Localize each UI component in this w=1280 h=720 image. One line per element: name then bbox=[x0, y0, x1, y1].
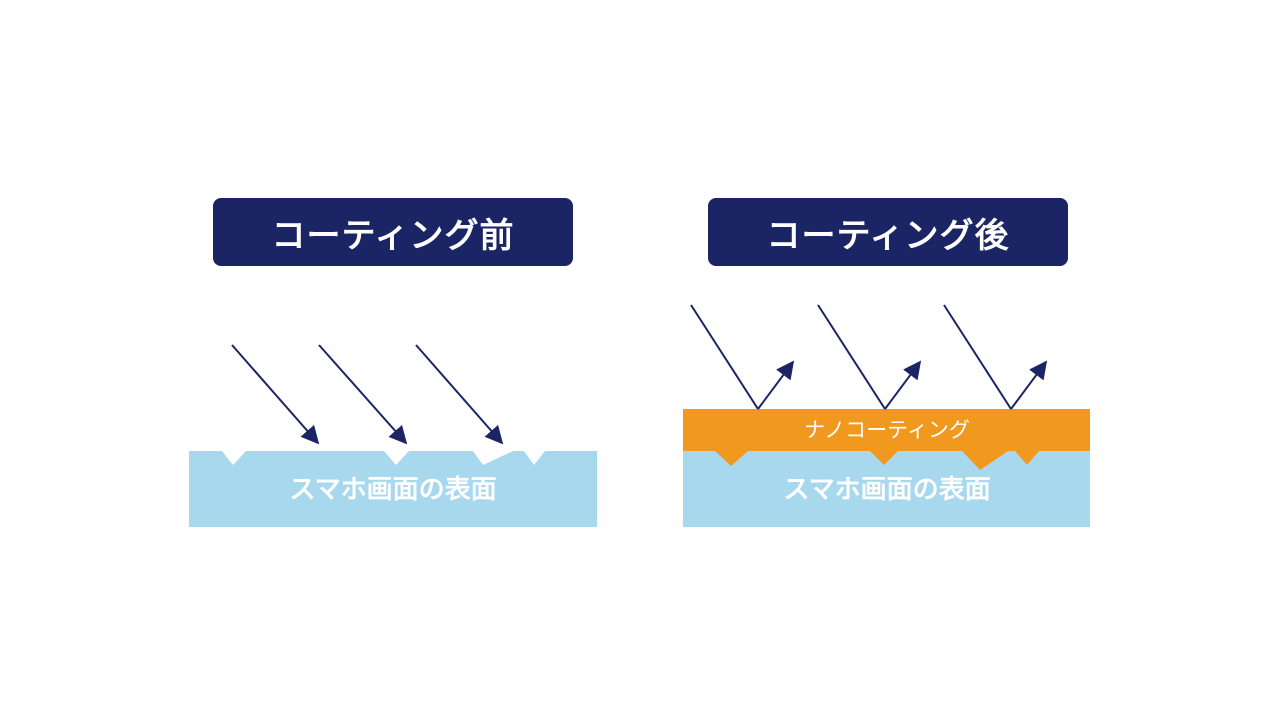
coating-label: ナノコーティング bbox=[804, 418, 970, 442]
reflected-light-arrow-3 bbox=[1010, 360, 1048, 410]
surface-label-after: スマホ画面の表面 bbox=[783, 475, 990, 505]
incoming-light-arrow-2 bbox=[318, 344, 408, 445]
before-coating-title: コーティング前 bbox=[213, 198, 573, 266]
after-coating-title: コーティング後 bbox=[708, 198, 1068, 266]
incoming-light-3 bbox=[943, 304, 1012, 410]
surface-label-before: スマホ画面の表面 bbox=[289, 475, 496, 505]
screen-surface-uncoated bbox=[189, 451, 597, 527]
incoming-light-arrow-1 bbox=[231, 344, 320, 445]
reflected-light-arrow-1 bbox=[757, 360, 795, 410]
reflected-light-arrow-2 bbox=[884, 360, 922, 410]
incoming-light-2 bbox=[817, 304, 886, 410]
incoming-light-1 bbox=[690, 304, 759, 410]
screen-surface-coated-base bbox=[683, 451, 1090, 527]
incoming-light-arrow-3 bbox=[415, 344, 504, 445]
nano-coating-layer bbox=[683, 409, 1090, 470]
